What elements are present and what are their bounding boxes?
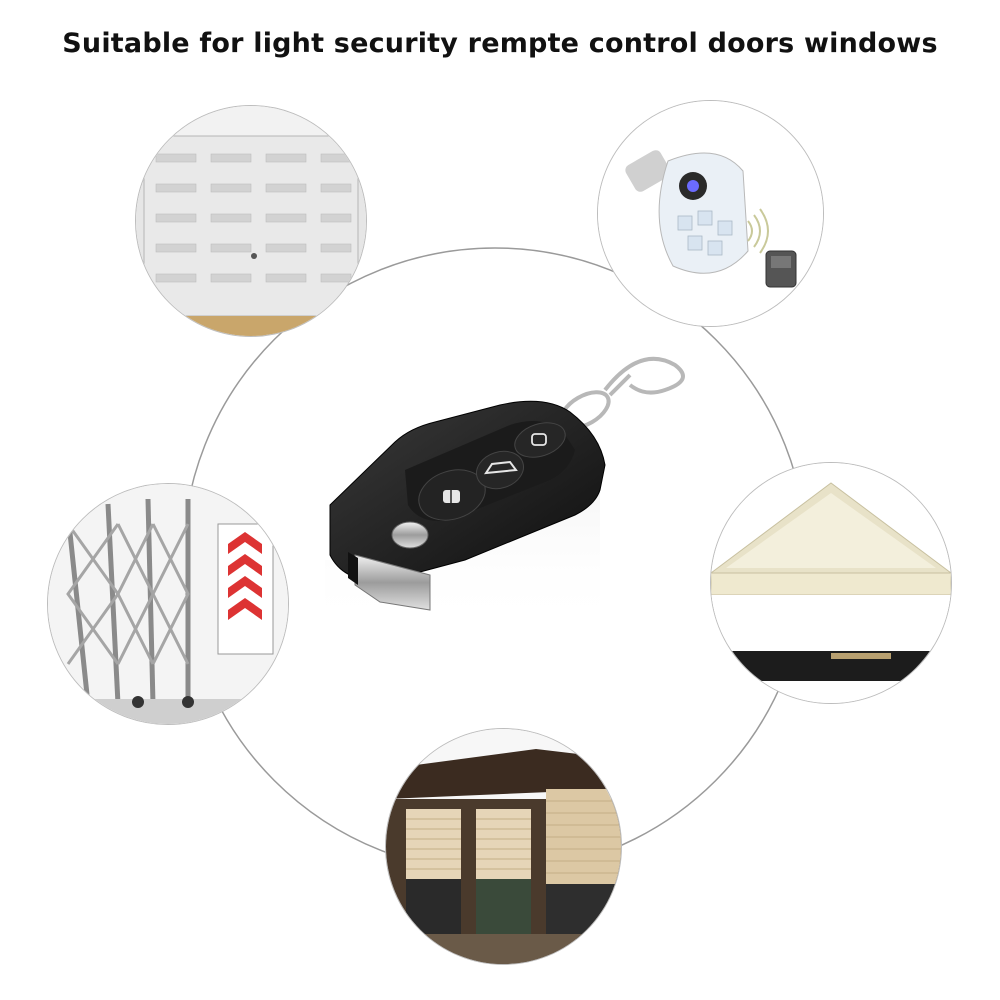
lock-button — [514, 422, 566, 458]
light-bulb-receiver-thumbnail — [597, 100, 824, 327]
flip-release-button — [391, 521, 429, 549]
roller-shutter-windows-thumbnail — [385, 728, 622, 965]
flip-key-remote-control — [325, 356, 685, 630]
awning-canopy-thumbnail — [710, 462, 952, 704]
trunk-button — [476, 450, 524, 490]
page-title: Suitable for light security rempte contr… — [62, 28, 938, 59]
retractable-gate-thumbnail — [47, 483, 289, 725]
garage-door-thumbnail — [135, 105, 367, 337]
